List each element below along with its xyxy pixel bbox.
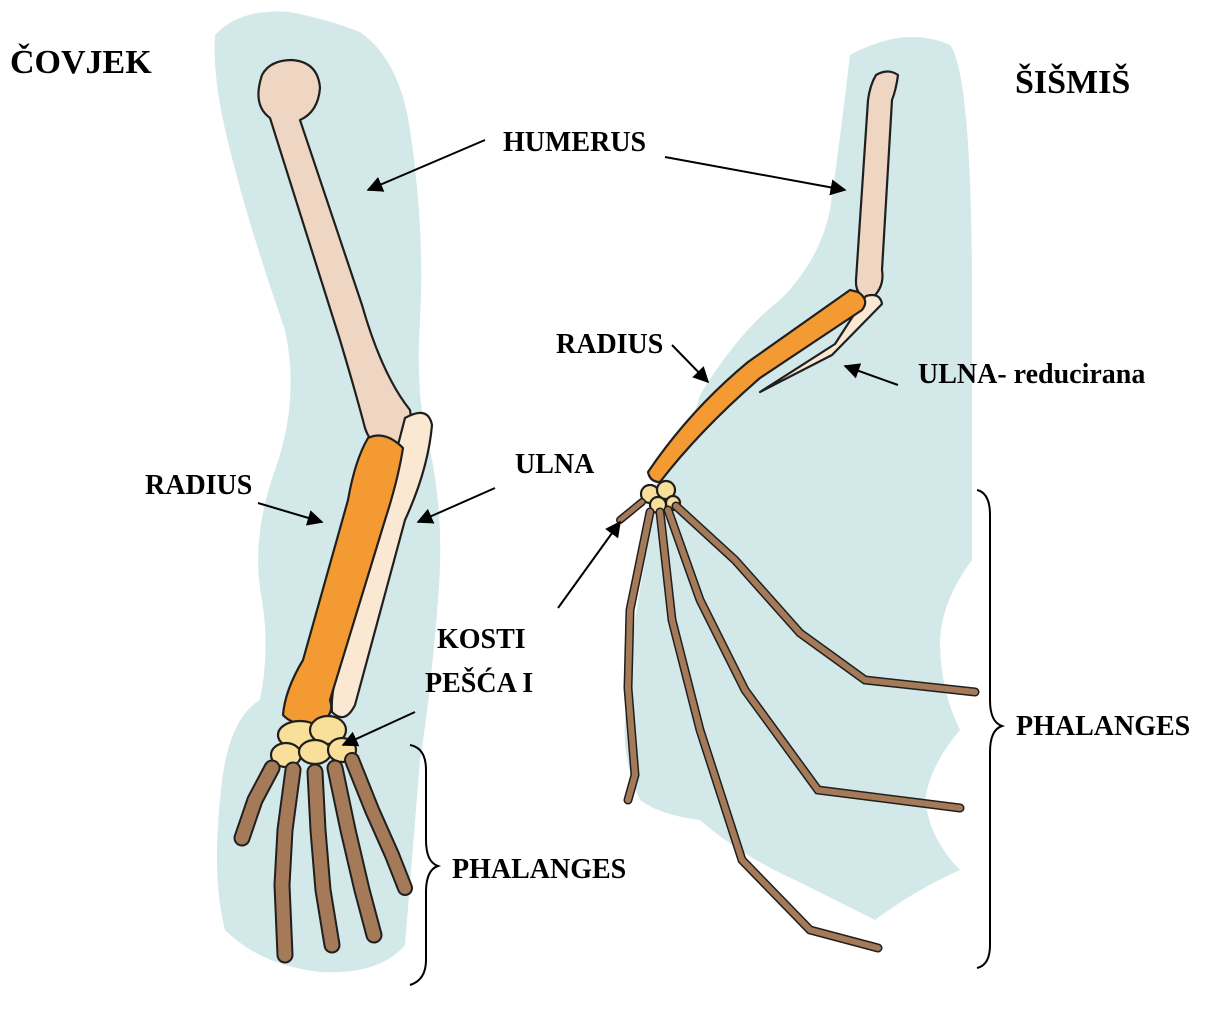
bat-radius-label: RADIUS xyxy=(556,329,663,360)
human-ulna-label: ULNA xyxy=(515,449,595,480)
arrow-bat-radius xyxy=(672,345,708,382)
human-title: ČOVJEK xyxy=(10,43,152,81)
carpals-label-line2: PEŠĆA I xyxy=(425,668,533,699)
bat-wing-silhouette xyxy=(625,37,972,920)
bat-phalanges-label: PHALANGES xyxy=(1016,711,1190,742)
arrow-bat-carpals xyxy=(558,522,620,608)
bat-title: ŠIŠMIŠ xyxy=(1015,63,1130,101)
arrow-bat-humerus xyxy=(665,157,845,190)
human-radius-label: RADIUS xyxy=(145,470,252,501)
human-phalanges-label: PHALANGES xyxy=(452,854,626,885)
bat-ulna-label: ULNA- reducirana xyxy=(918,359,1145,390)
carpals-label-line1: KOSTI xyxy=(437,624,526,655)
bat-phalanges-brace xyxy=(977,490,1002,968)
human-humerus-label: HUMERUS xyxy=(503,127,646,158)
